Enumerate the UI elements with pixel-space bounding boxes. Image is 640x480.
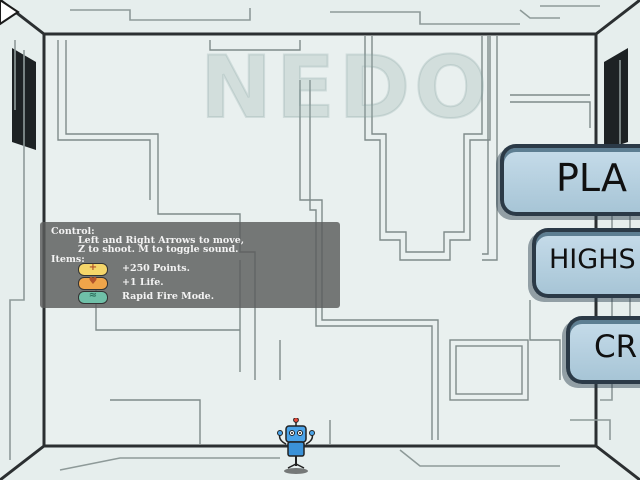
instructions-panel: Control: Left and Right Arrows to move, … [40, 222, 340, 308]
highscores-button[interactable]: HIGHS [532, 228, 640, 298]
control-line-1: Left and Right Arrows to move, [78, 235, 245, 246]
control-heading: Control: [51, 226, 95, 237]
corner-arrow-icon [0, 0, 20, 26]
play-button[interactable]: PLA [500, 144, 640, 216]
wave-coin-icon: ≈ [78, 290, 108, 304]
credits-button-label: CR [594, 329, 638, 365]
game-logo: NEDO [199, 37, 492, 139]
robot-player [277, 418, 315, 474]
items-heading: Items: [51, 254, 85, 265]
highscores-button-label: HIGHS [549, 244, 636, 275]
plus-coin-icon: + [78, 262, 108, 276]
play-button-label: PLA [556, 156, 627, 200]
item-label-points: +250 Points. [122, 263, 190, 274]
heart-coin-icon: ♥ [78, 276, 108, 290]
control-line-2: Z to shoot. M to toggle sound. [78, 244, 239, 255]
item-label-life: +1 Life. [122, 277, 164, 288]
item-label-rapid-fire: Rapid Fire Mode. [122, 291, 215, 302]
credits-button[interactable]: CR [566, 316, 640, 384]
